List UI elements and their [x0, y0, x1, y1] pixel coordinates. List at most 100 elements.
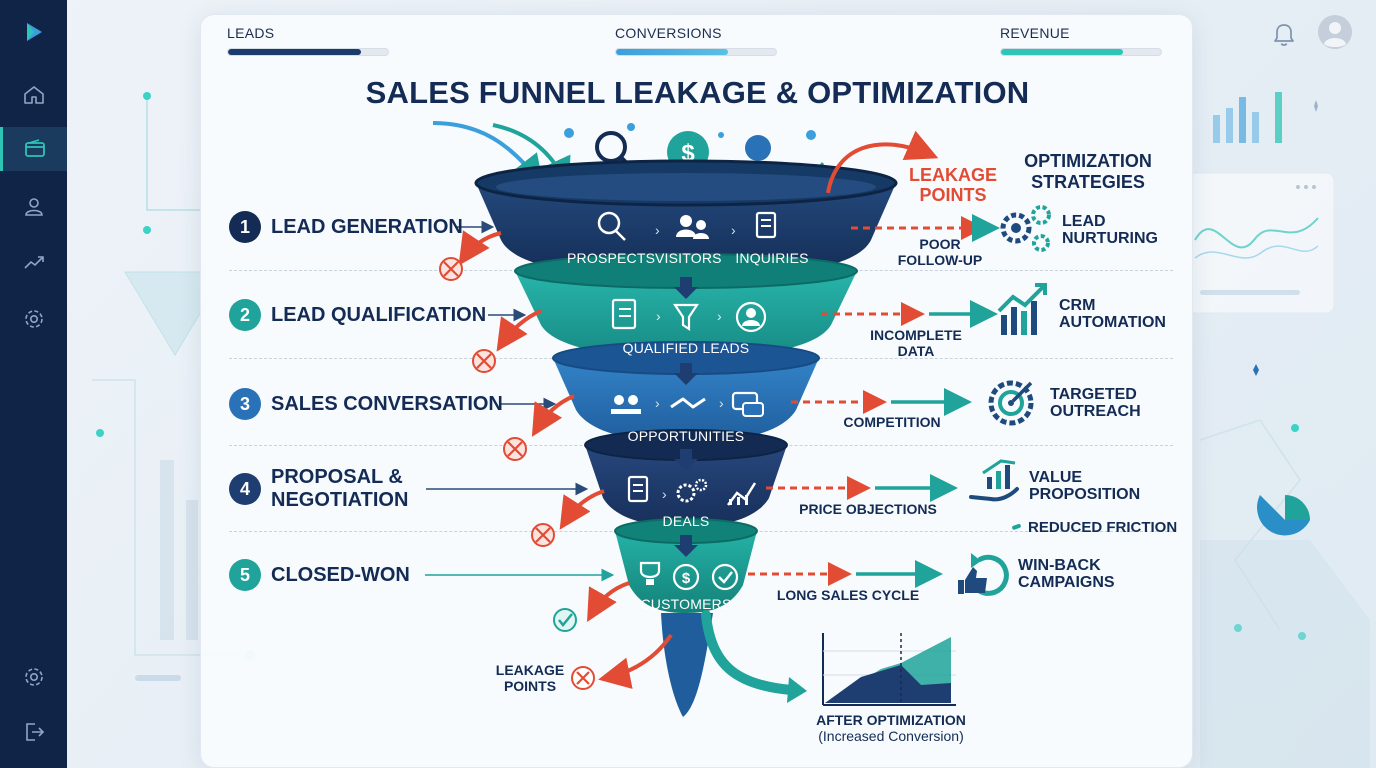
metric-revenue: REVENUE: [1000, 25, 1162, 56]
metric-leads: LEADS: [227, 25, 389, 56]
metric-label: REVENUE: [1000, 25, 1070, 41]
sidebar-item-user[interactable]: [0, 185, 67, 229]
strategy-line1: VALUE: [1029, 469, 1083, 486]
svg-text:›: ›: [655, 222, 660, 238]
target-icon: [988, 380, 1034, 426]
strategy-line1: TARGETED: [1050, 386, 1137, 403]
optimization-heading-line2: STRATEGIES: [1031, 172, 1145, 192]
caption-line2: (Increased Conversion): [818, 728, 964, 744]
after-optimization-caption: AFTER OPTIMIZATION(Increased Conversion): [791, 712, 991, 744]
gear-icon: [24, 668, 43, 686]
growth-chart-icon: [997, 283, 1047, 335]
funnel-card: LEADS CONVERSIONS REVENUE SALES FUNNEL L…: [200, 14, 1193, 768]
stage-number: 5: [229, 559, 261, 591]
optimization-heading-line1: OPTIMIZATION: [1024, 151, 1152, 171]
funnel-label-deals: DEALS: [662, 513, 710, 529]
svg-text:$: $: [682, 570, 691, 587]
hand-chart-icon: [969, 459, 1019, 502]
stage-name: LEAD GENERATION: [271, 215, 463, 238]
caption-line2: POINTS: [503, 678, 557, 694]
stage-name-line2: NEGOTIATION: [271, 489, 409, 511]
strategy-line2: PROPOSITION: [1029, 486, 1141, 503]
caption-line1: AFTER OPTIMIZATION: [816, 712, 966, 728]
stage-2: 2 LEAD QUALIFICATION: [229, 299, 486, 331]
svg-text:›: ›: [662, 486, 667, 502]
wallet-icon: [25, 139, 45, 157]
metric-fill: [616, 49, 728, 55]
svg-text:›: ›: [719, 395, 724, 411]
svg-text:›: ›: [731, 222, 736, 238]
gears-icon: [1000, 205, 1051, 252]
stage-name: PROPOSAL &NEGOTIATION: [271, 466, 408, 512]
strategy-line1: CRM: [1059, 297, 1096, 314]
leakage-heading-line1: LEAKAGE: [908, 165, 997, 185]
user-avatar[interactable]: [1317, 14, 1353, 55]
metric-track: [615, 48, 777, 56]
background-decoration: [92, 92, 1370, 768]
svg-text:›: ›: [656, 308, 661, 324]
logout-icon: [25, 723, 44, 741]
metric-track: [227, 48, 389, 56]
bottom-leak-icon: [571, 666, 595, 690]
leak-competition: COMPETITION: [843, 414, 941, 430]
stage-1: 1 LEAD GENERATION: [229, 211, 463, 243]
page-title: SALES FUNNEL LEAKAGE & OPTIMIZATION: [365, 75, 1030, 110]
stage-number: 1: [229, 211, 261, 243]
funnel-label-customers: CUSTOMERS: [640, 596, 732, 612]
stage-3: 3 SALES CONVERSATION: [229, 388, 503, 420]
strategy-line1: LEAD: [1062, 213, 1106, 230]
funnel-label-inquiries: INQUIRIES: [735, 250, 809, 266]
svg-text:›: ›: [655, 395, 660, 411]
stage-name: SALES CONVERSATION: [271, 392, 503, 415]
metric-fill: [1001, 49, 1123, 55]
sidebar: [0, 0, 67, 768]
avatar-icon: [1318, 15, 1352, 49]
sidebar-item-settings-bottom[interactable]: [0, 655, 67, 699]
trend-icon: [23, 256, 44, 269]
sidebar-item-settings[interactable]: [0, 297, 67, 341]
sidebar-item-wallet[interactable]: [0, 127, 67, 171]
sidebar-item-trend[interactable]: [0, 240, 67, 284]
refresh-thumb-icon: [958, 553, 1009, 596]
strategy-line1: WIN-BACK: [1018, 557, 1101, 574]
strategy-line2: CAMPAIGNS: [1018, 574, 1115, 591]
leak-line2: FOLLOW-UP: [897, 252, 983, 268]
stage-name-line1: PROPOSAL &: [271, 466, 403, 488]
leak-long-sales-cycle: LONG SALES CYCLE: [776, 587, 920, 603]
notification-button[interactable]: [1271, 20, 1297, 53]
metric-track: [1000, 48, 1162, 56]
home-icon: [23, 86, 44, 104]
leak-line1: INCOMPLETE: [870, 327, 962, 343]
stage-5: 5 CLOSED-WON: [229, 559, 410, 591]
after-optimization-chart: [822, 633, 956, 706]
gear-icon: [24, 310, 43, 328]
caption-line1: LEAKAGE: [495, 662, 565, 678]
leak-price-objections: PRICE OBJECTIONS: [799, 501, 937, 517]
stage-name: CLOSED-WON: [271, 563, 410, 586]
reduced-friction-label: REDUCED FRICTION: [1028, 519, 1178, 536]
stage-number: 3: [229, 388, 261, 420]
leak-line1: POOR: [919, 236, 961, 252]
svg-text:›: ›: [717, 308, 722, 324]
funnel-label-prospects: PROSPECTS: [567, 250, 656, 266]
user-icon: [24, 198, 43, 216]
funnel-label-visitors: VISITORS: [655, 250, 722, 266]
funnel-label-opportunities: OPPORTUNITIES: [627, 428, 745, 444]
app-logo-icon[interactable]: [0, 10, 67, 54]
sidebar-item-home[interactable]: [0, 73, 67, 117]
blocked-icon: [439, 257, 463, 281]
metric-label: LEADS: [227, 25, 275, 41]
strategy-line2: NURTURING: [1062, 230, 1158, 247]
stage-4: 4 PROPOSAL &NEGOTIATION: [229, 466, 408, 512]
sidebar-item-logout[interactable]: [0, 710, 67, 754]
leakage-heading-line2: POINTS: [919, 185, 987, 205]
